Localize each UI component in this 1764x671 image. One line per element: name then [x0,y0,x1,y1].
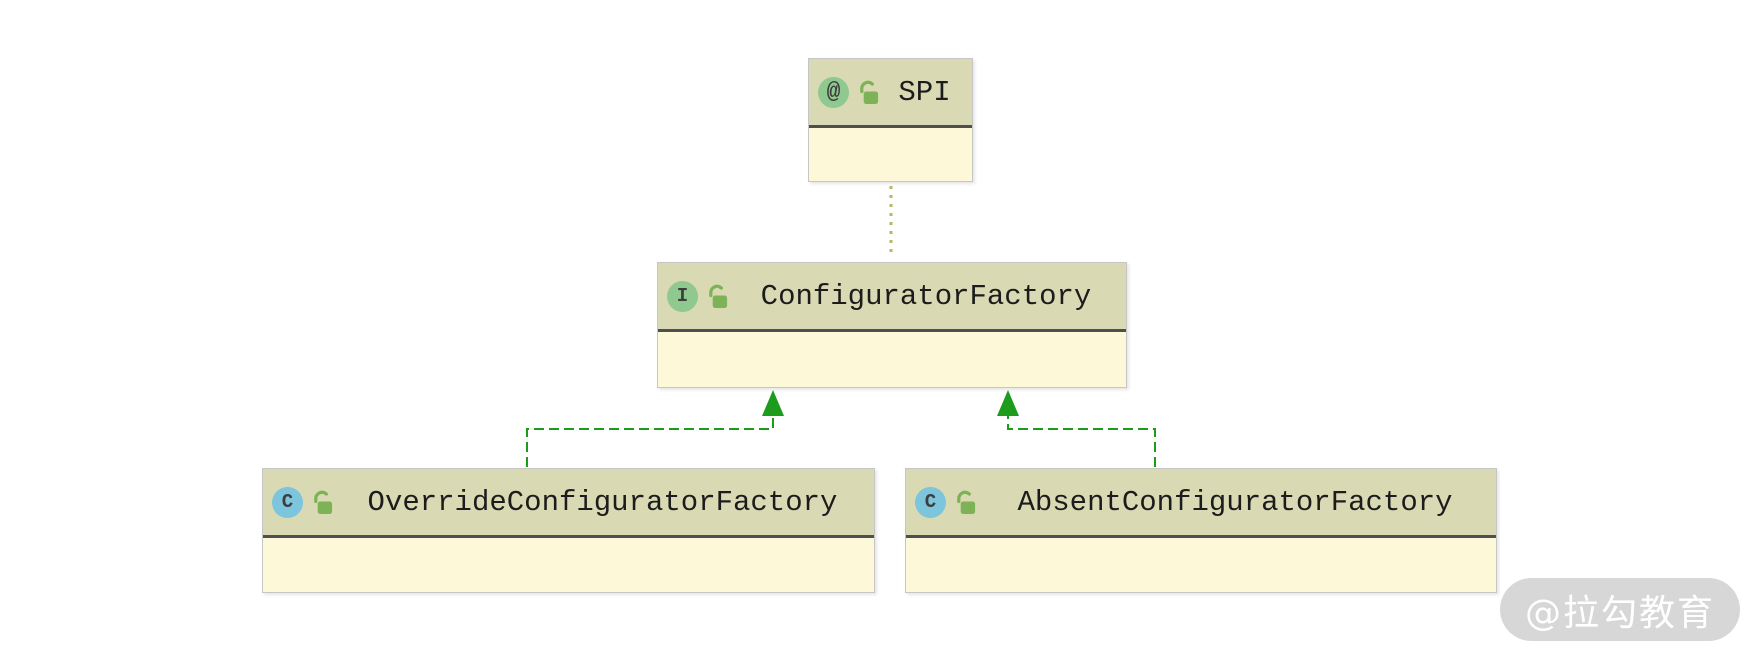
node-absent-configurator-factory[interactable]: C AbsentConfiguratorFactory [905,468,1497,593]
node-title: SPI [898,75,951,109]
node-title: ConfiguratorFactory [760,279,1092,313]
class-icon: C [915,486,946,518]
node-body [263,535,874,592]
node-body [809,125,972,181]
node-header: @ SPI [809,59,972,125]
open-lock-icon [314,490,333,514]
node-configurator-factory[interactable]: I ConfiguratorFactory [657,262,1127,388]
class-icon: C [272,486,303,518]
node-header: C AbsentConfiguratorFactory [906,469,1496,535]
node-body [658,329,1126,387]
node-header: I ConfiguratorFactory [658,263,1126,329]
watermark-badge: @拉勾教育 [1500,578,1740,641]
node-spi[interactable]: @ SPI [808,58,973,182]
watermark-label: @拉勾教育 [1524,592,1715,634]
node-override-configurator-factory[interactable]: C OverrideConfiguratorFactory [262,468,875,593]
node-title: OverrideConfiguratorFactory [367,485,838,519]
node-header: C OverrideConfiguratorFactory [263,469,874,535]
implements-edge-override-to-configuratorfactory[interactable] [526,390,784,467]
arrowhead-icon [762,390,784,416]
open-lock-icon [957,490,976,514]
open-lock-icon [860,80,879,104]
interface-icon: I [667,280,698,312]
open-lock-icon [709,284,728,308]
node-title: AbsentConfiguratorFactory [1017,485,1453,519]
annotation-icon: @ [818,76,849,108]
node-body [906,535,1496,592]
arrowhead-icon [997,390,1019,416]
implements-edge-absent-to-configuratorfactory[interactable] [997,390,1156,467]
